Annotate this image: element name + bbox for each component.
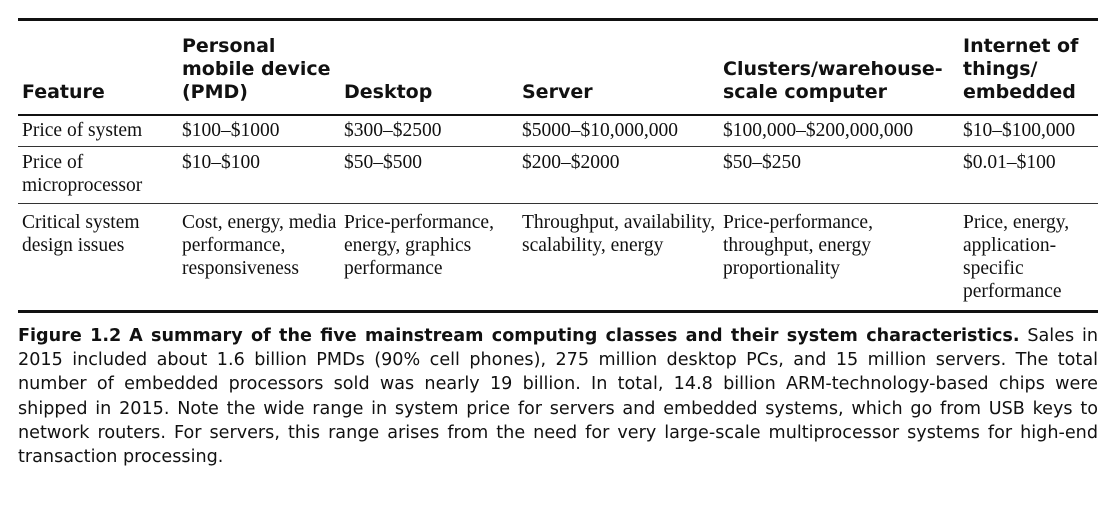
- header-desktop: Desktop: [344, 81, 433, 103]
- cell: $200–$2000: [522, 152, 620, 173]
- figure-label: Figure 1.2: [18, 326, 122, 346]
- header-separator: [18, 114, 1098, 116]
- figure-caption: Figure 1.2 A summary of the five mainstr…: [18, 324, 1098, 469]
- cell: $100–$1000: [182, 120, 280, 141]
- cell: $100,000–$200,000,000: [723, 120, 914, 141]
- row-separator: [18, 146, 1098, 147]
- cell: $50–$500: [344, 152, 422, 173]
- cell: Price, energy, application-specific perf…: [963, 212, 1070, 302]
- cell: $300–$2500: [344, 120, 442, 141]
- cell: Throughput, availability, scalability, e…: [522, 212, 716, 256]
- header-iot: Internet of things/ embedded: [963, 35, 1079, 103]
- figure: Feature Personal mobile device (PMD) Des…: [18, 18, 1098, 469]
- header-feature: Feature: [22, 81, 105, 103]
- cell: $5000–$10,000,000: [522, 120, 678, 141]
- header-pmd: Personal mobile device (PMD): [182, 35, 331, 103]
- cell: Cost, energy, media performance, respons…: [182, 212, 337, 279]
- header-server: Server: [522, 81, 593, 103]
- figure-title: A summary of the five mainstream computi…: [129, 326, 1020, 346]
- row-label-price-of-system: Price of system: [22, 120, 143, 141]
- table-row: Price of microprocessor $10–$100 $50–$50…: [18, 147, 1098, 203]
- cell: $10–$100: [182, 152, 260, 173]
- header-row: Feature Personal mobile device (PMD) Des…: [18, 21, 1098, 114]
- table-top-rule: [18, 18, 1098, 21]
- computing-classes-table: Feature Personal mobile device (PMD) Des…: [18, 21, 1098, 310]
- table-row: Price of system $100–$1000 $300–$2500 $5…: [18, 116, 1098, 146]
- row-label-critical-design-issues: Critical system design issues: [22, 212, 140, 256]
- cell: $50–$250: [723, 152, 801, 173]
- row-label-price-of-microprocessor: Price of microprocessor: [22, 152, 143, 196]
- cell: $10–$100,000: [963, 120, 1076, 141]
- cell: Price-performance, throughput, energy pr…: [723, 212, 873, 279]
- table-bottom-rule: [18, 310, 1098, 313]
- cell: $0.01–$100: [963, 152, 1056, 173]
- row-separator: [18, 203, 1098, 204]
- header-clusters: Clusters/warehouse-scale computer: [723, 58, 943, 103]
- figure-caption-body: Sales in 2015 included about 1.6 billion…: [18, 326, 1099, 468]
- cell: Price-performance, energy, graphics perf…: [344, 212, 494, 279]
- table-row: Critical system design issues Cost, ener…: [18, 204, 1098, 310]
